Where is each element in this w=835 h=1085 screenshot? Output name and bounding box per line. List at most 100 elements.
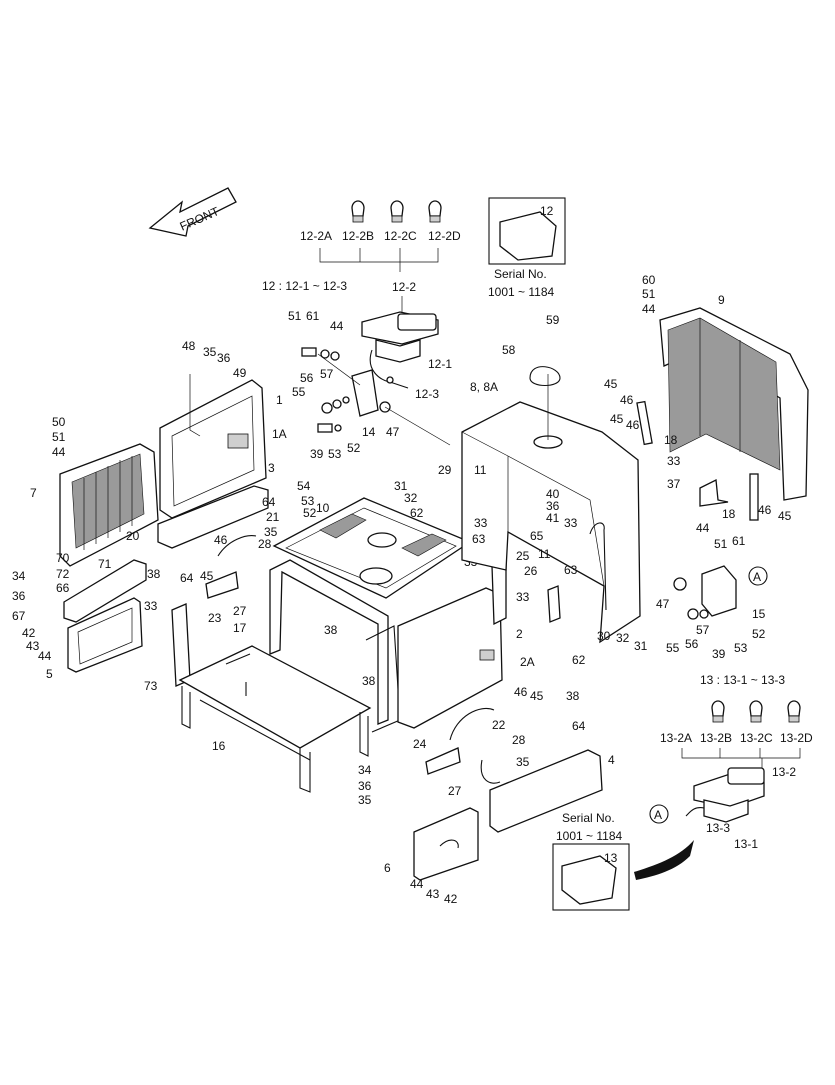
gas-spring-18 [636,400,759,521]
callout: 73 [144,679,158,693]
callout: 2A [520,655,535,669]
callout: 38 [147,567,161,581]
callout: 12-2B [342,229,374,243]
callout: 15 [752,607,766,621]
callout: 52 [752,627,766,641]
callout: 66 [56,581,70,595]
plate-73 [171,603,191,687]
hinge-15 [673,565,737,620]
callout: 61 [306,309,320,323]
callout: 29 [438,463,452,477]
side-door-1 [159,374,267,519]
callout: 11 [538,547,551,561]
callout: 51 [714,537,728,551]
callout: 57 [320,367,334,381]
callout: 41 [546,511,560,525]
callout: 64 [180,571,194,585]
callout: 16 [212,739,226,753]
callout: 12-3 [415,387,439,401]
callout: 50 [52,415,66,429]
callout: 70 [56,551,70,565]
callout: 33 [516,590,530,604]
bulb-icon [711,700,801,723]
callout: 22 [492,718,506,732]
callout: 27 [448,784,462,798]
callout: 6 [384,861,391,875]
callout: 53 [328,447,342,461]
callout: 12-2C [384,229,417,243]
callout: 46 [758,503,772,517]
callout: 49 [233,366,247,380]
serial-range: 1001 ~ 1184 [488,285,555,299]
callout: 13-3 [706,821,730,835]
callout: 45 [778,509,792,523]
callout: 36 [546,499,560,513]
callout: 56 [685,637,699,651]
callout: 44 [52,445,66,459]
callout: 52 [303,506,317,520]
callout: 62 [572,653,586,667]
callout: 12-2 [392,280,416,294]
callout: 2 [516,627,523,641]
callout: 38 [362,674,376,688]
callout: 11 [474,463,487,477]
callout: 54 [297,479,311,493]
bracket-20 [63,559,147,623]
base-frame-16 [178,645,372,793]
callout: 45 [530,689,544,703]
callout: 8, 8A [470,380,498,394]
callout: 57 [696,623,710,637]
hinge-23 [205,535,257,599]
callout: 47 [386,425,400,439]
callout: 5 [46,667,53,681]
callout: 14 [362,425,376,439]
callout: 47 [656,597,670,611]
cover-4 [489,749,603,833]
callout: 39 [310,447,324,461]
group-title: 13 : 13-1 ~ 13-3 [700,673,785,687]
callout: 42 [22,626,36,640]
callout: 1 [276,393,283,407]
callout: 33 [564,516,578,530]
callout: 45 [604,377,618,391]
callout: 30 [597,629,611,643]
callout: 28 [258,537,272,551]
callout: 24 [413,737,427,751]
callout: 45 [610,412,624,426]
bulb-icon [351,200,442,223]
callout: 64 [262,495,276,509]
callout: 10 [316,501,330,515]
callout: 13-2A [660,731,692,745]
callout: 44 [410,877,424,891]
guard-9 [659,307,809,501]
callout: 34 [358,763,372,777]
callout: 32 [404,491,418,505]
callout: 64 [572,719,586,733]
callout: 18 [722,507,736,521]
callout: 61 [732,534,746,548]
callout: 32 [616,631,630,645]
callout: 42 [444,892,458,906]
frame-17 [269,559,401,733]
callout: 65 [530,529,544,543]
callout: 55 [292,385,306,399]
pointer-arrow-icon [634,840,694,880]
callout: 13 [604,851,618,865]
callout: 63 [564,563,578,577]
callout: 12-2A [300,229,332,243]
callout: 9 [718,293,725,307]
callout: 38 [324,623,338,637]
callout: 51 [288,309,302,323]
bracket-14 [301,347,451,446]
lamp-group-13: 13 : 13-1 ~ 13-3 13-2A 13-2B 13-2C 13-2D… [649,673,813,824]
serial-box-12: 12 Serial No. 1001 ~ 1184 [488,197,566,299]
panel-5 [67,597,143,673]
callout: 23 [208,611,222,625]
callout: 17 [233,621,247,635]
callout: 62 [410,506,424,520]
callout: 1A [272,427,287,441]
callout: 35 [203,345,217,359]
callout: 55 [666,641,680,655]
callout: 44 [642,302,656,316]
